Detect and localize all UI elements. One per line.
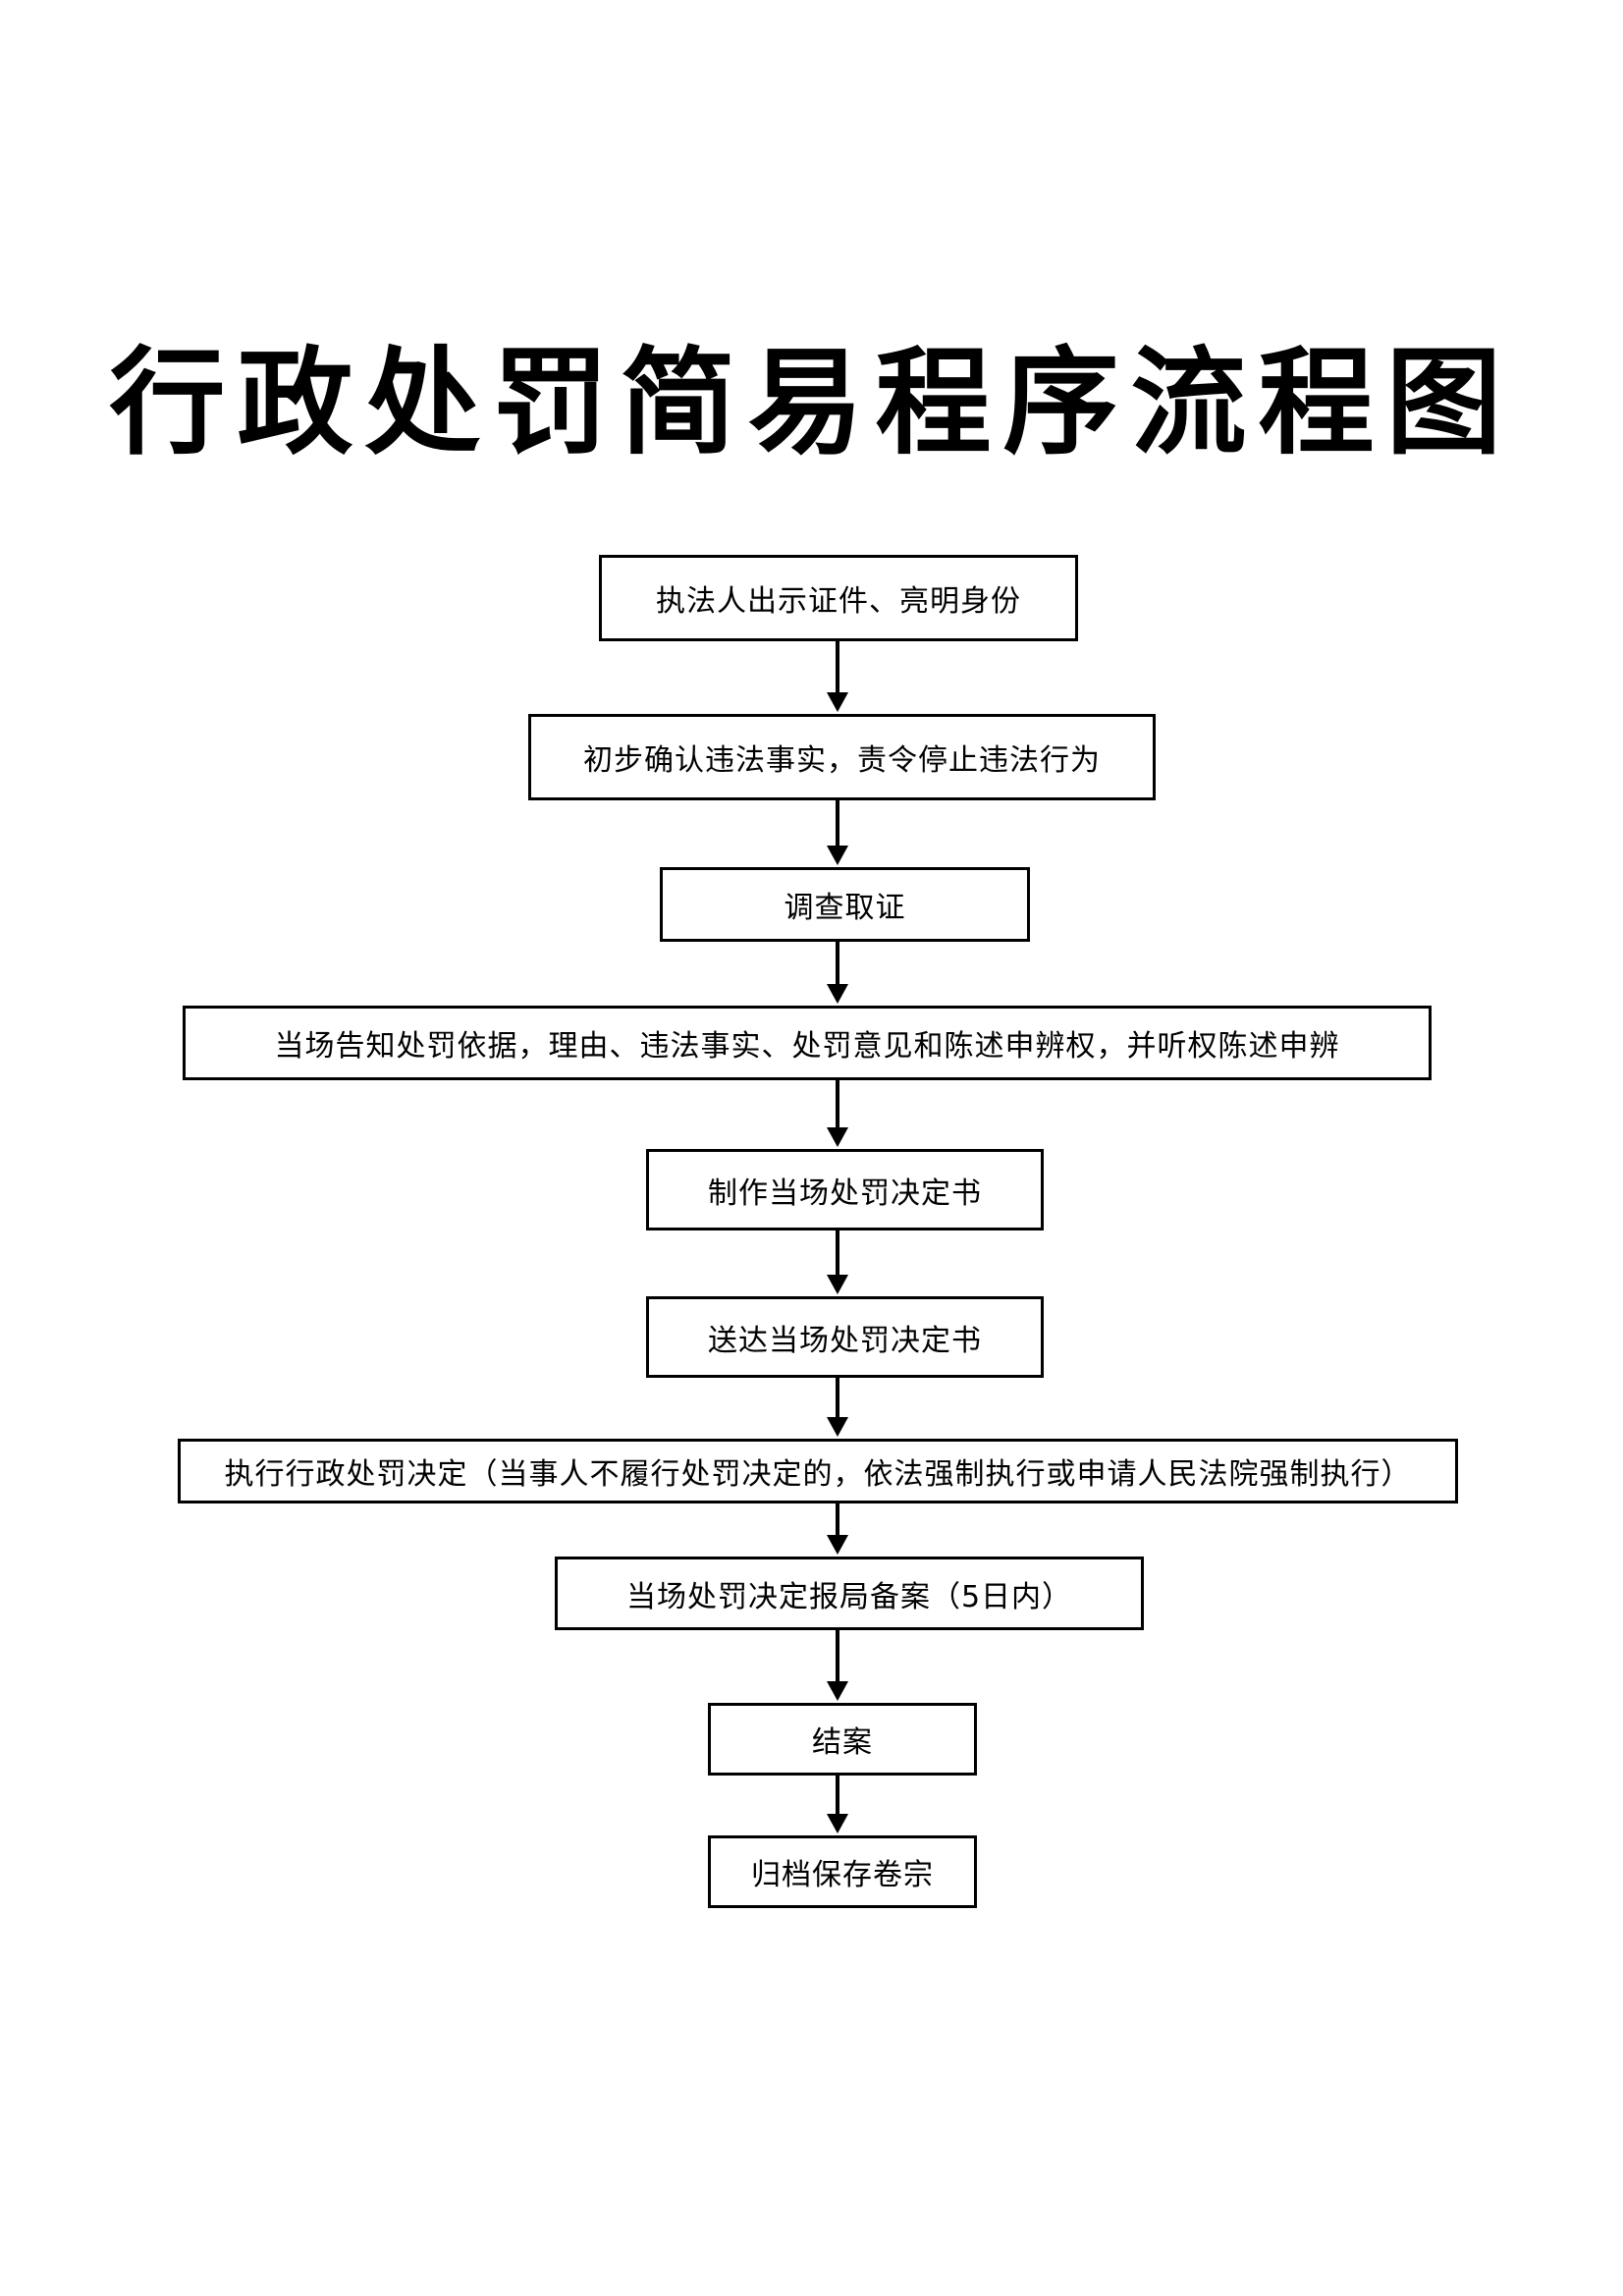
step-label-10: 归档保存卷宗 [751, 1858, 934, 1892]
step-label-5: 制作当场处罚决定书 [708, 1175, 982, 1211]
step-box-9: 结案 [708, 1703, 977, 1776]
step-box-1: 执法人出示证件、亮明身份 [599, 555, 1078, 641]
arrow-head-1 [827, 692, 848, 712]
step-box-5: 制作当场处罚决定书 [646, 1149, 1044, 1230]
step-label-1: 执法人出示证件、亮明身份 [656, 584, 1021, 619]
step-box-8: 当场处罚决定报局备案（5日内） [555, 1557, 1144, 1630]
step-label-2: 初步确认违法事实，责令停止违法行为 [583, 743, 1101, 778]
step-box-10: 归档保存卷宗 [708, 1835, 977, 1908]
step-box-4: 当场告知处罚依据，理由、违法事实、处罚意见和陈述申辨权，并听权陈述申辨 [183, 1006, 1432, 1080]
arrow-head-9 [827, 1814, 848, 1833]
page-title: 行政处罚简易程序流程图 [109, 335, 1514, 470]
arrow-head-5 [827, 1275, 848, 1294]
arrow-head-6 [827, 1417, 848, 1437]
arrow-head-3 [827, 984, 848, 1004]
step-box-6: 送达当场处罚决定书 [646, 1296, 1044, 1378]
step-label-6: 送达当场处罚决定书 [708, 1323, 982, 1358]
step-label-7: 执行行政处罚决定（当事人不履行处罚决定的，依法强制执行或申请人民法院强制执行） [224, 1457, 1412, 1492]
step-label-8: 当场处罚决定报局备案（5日内） [625, 1579, 1073, 1614]
step-box-7: 执行行政处罚决定（当事人不履行处罚决定的，依法强制执行或申请人民法院强制执行） [178, 1439, 1458, 1503]
step-label-9: 结案 [812, 1725, 873, 1760]
arrow-head-7 [827, 1535, 848, 1555]
step-label-3: 调查取证 [784, 891, 906, 925]
arrow-head-8 [827, 1681, 848, 1701]
step-label-4: 当场告知处罚依据，理由、违法事实、处罚意见和陈述申辨权，并听权陈述申辨 [274, 1029, 1340, 1064]
step-box-2: 初步确认违法事实，责令停止违法行为 [528, 714, 1156, 800]
arrow-head-2 [827, 846, 848, 865]
arrow-head-4 [827, 1127, 848, 1147]
step-box-3: 调查取证 [660, 867, 1030, 942]
